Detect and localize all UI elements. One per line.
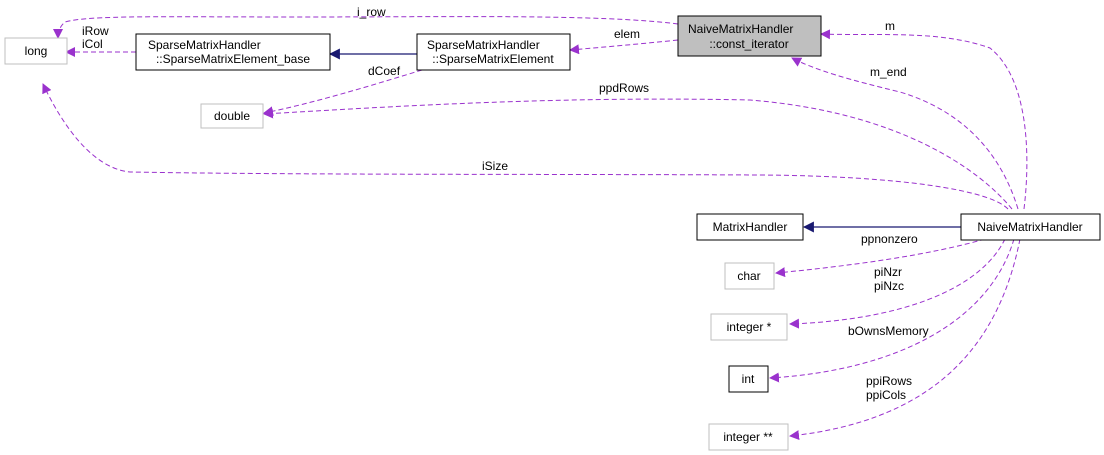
- node-matrix-handler[interactable]: MatrixHandler: [696, 213, 804, 241]
- edge-isize: [42, 83, 1009, 210]
- edge-bownsmemory: [769, 238, 1015, 383]
- node-long[interactable]: long: [4, 37, 68, 65]
- node-long-label: long: [25, 44, 48, 58]
- node-sparse-matrix-element-base[interactable]: SparseMatrixHandler ::SparseMatrixElemen…: [135, 33, 331, 71]
- edge-label-pinzr: piNzr: [874, 265, 902, 279]
- edge-label-bownsmemory: bOwnsMemory: [848, 324, 929, 338]
- edge-label-ppdrows: ppdRows: [599, 81, 649, 95]
- node-char-label: char: [737, 269, 760, 283]
- edge-m: [820, 29, 1028, 210]
- node-double[interactable]: double: [200, 103, 264, 129]
- node-int[interactable]: int: [728, 365, 769, 393]
- node-const-iterator[interactable]: NaiveMatrixHandler ::const_iterator: [677, 15, 822, 57]
- edge-label-icol: iCol: [82, 37, 103, 51]
- edge-label-ppnonzero: ppnonzero: [861, 232, 918, 246]
- edge-label-pinzc: piNzc: [874, 279, 904, 293]
- node-integer-ptr-ptr[interactable]: integer **: [708, 423, 789, 451]
- edge-label-isize: iSize: [482, 159, 508, 173]
- edge-dcoef: [263, 69, 423, 117]
- edge-label-m: m: [885, 19, 895, 33]
- edge-label-m-end: m_end: [870, 65, 907, 79]
- edge-elem: [569, 39, 679, 55]
- node-sme-line2: ::SparseMatrixElement: [432, 52, 554, 66]
- node-naive-matrix-handler[interactable]: NaiveMatrixHandler: [960, 213, 1101, 241]
- node-naive-label: NaiveMatrixHandler: [977, 220, 1082, 234]
- node-citer-line1: NaiveMatrixHandler: [688, 22, 793, 36]
- edge-label-elem: elem: [614, 27, 640, 41]
- node-smeb-line2: ::SparseMatrixElement_base: [156, 52, 310, 66]
- edge-m-end: [791, 57, 1019, 210]
- edge-label-dcoef: dCoef: [368, 64, 401, 78]
- node-integer-ptr[interactable]: integer *: [710, 313, 788, 341]
- edge-ppnonzero: [775, 238, 986, 278]
- node-intpp-label: integer **: [723, 430, 773, 444]
- edge-label-ppicols: ppiCols: [866, 388, 906, 402]
- node-char[interactable]: char: [724, 262, 775, 290]
- node-smeb-line1: SparseMatrixHandler: [148, 38, 261, 52]
- node-int-label: int: [742, 372, 755, 386]
- node-intptr-label: integer *: [727, 320, 772, 334]
- node-sme-line1: SparseMatrixHandler: [427, 38, 540, 52]
- node-double-label: double: [214, 109, 250, 123]
- edge-label-irow: iRow: [82, 24, 109, 38]
- edge-label-ppirows: ppiRows: [866, 374, 912, 388]
- node-sparse-matrix-element[interactable]: SparseMatrixHandler ::SparseMatrixElemen…: [416, 33, 571, 71]
- edge-pinz: [789, 238, 1006, 329]
- edge-label-i-row: i_row: [357, 5, 386, 19]
- node-matrixhandler-label: MatrixHandler: [713, 220, 788, 234]
- edge-ppirows: [789, 238, 1021, 441]
- edge-i-row: [53, 16, 679, 39]
- node-citer-line2: ::const_iterator: [709, 37, 788, 51]
- edge-ppdrows: [263, 98, 1013, 210]
